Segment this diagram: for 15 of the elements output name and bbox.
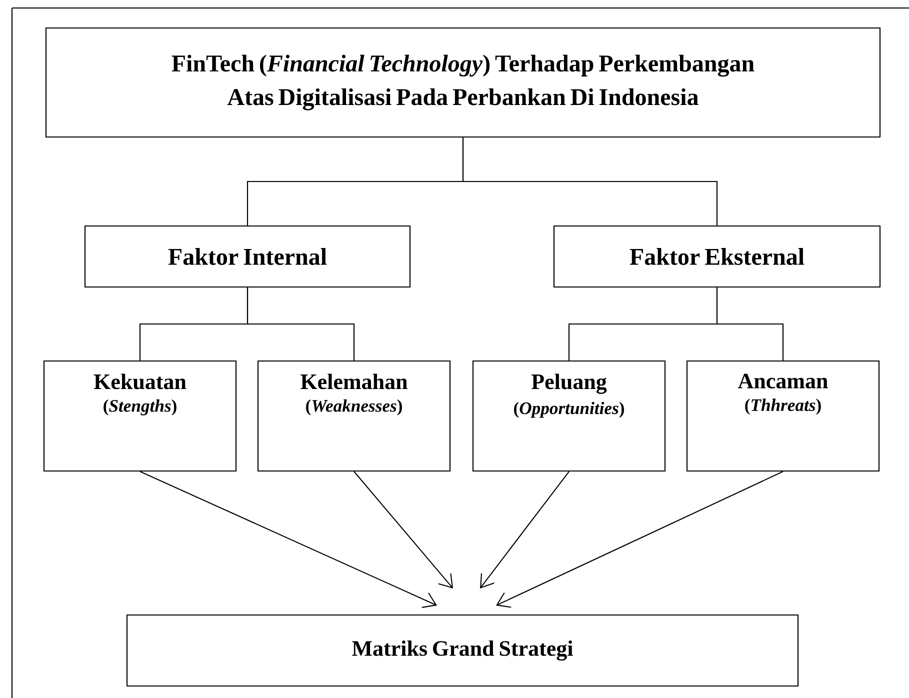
connector-line xyxy=(246,288,355,360)
text-box: Faktor Eksternal xyxy=(553,225,881,288)
arrow xyxy=(140,471,438,608)
text-box: Kelemahan (Weaknesses) xyxy=(257,360,451,472)
arrow xyxy=(354,471,454,588)
arrow xyxy=(480,471,570,588)
text-box: Matriks Grand Strategi xyxy=(126,614,799,687)
arrow xyxy=(496,471,784,608)
title-box: FinTech (Financial Technology) Terhadap Perkembangan Atas Digitalisasi Pada Perbankan Di Indonesia xyxy=(45,27,881,138)
text-box: Ancaman (Thhreats) xyxy=(686,360,880,472)
text-box: Peluang (Opportunities) xyxy=(472,360,666,472)
connector-line xyxy=(716,288,784,360)
connector-line xyxy=(462,138,718,226)
text-box: Kekuatan (Stengths) xyxy=(43,360,237,472)
text-box: Faktor Internal xyxy=(84,225,411,288)
